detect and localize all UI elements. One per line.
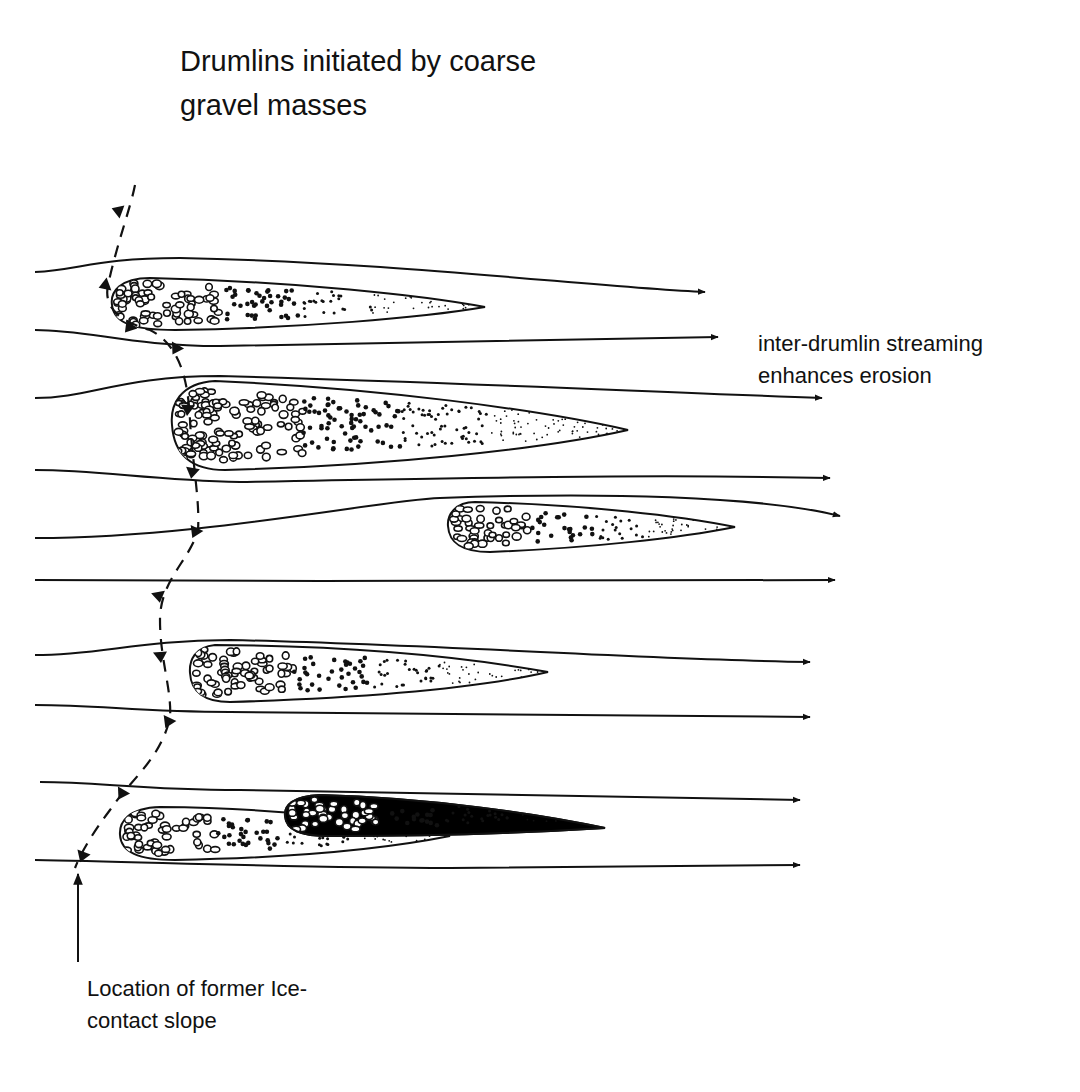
gravel-texture (114, 280, 718, 856)
diagram-title: Drumlins initiated by coarse gravel mass… (180, 40, 580, 127)
annotation-label: inter-drumlin streaming enhances erosion (758, 328, 1058, 392)
drumlin-outlines (112, 278, 735, 860)
annotation-label: Location of former Ice-contact slope (87, 973, 347, 1037)
flow-lines (35, 258, 840, 868)
ice-contact-line (74, 185, 204, 962)
